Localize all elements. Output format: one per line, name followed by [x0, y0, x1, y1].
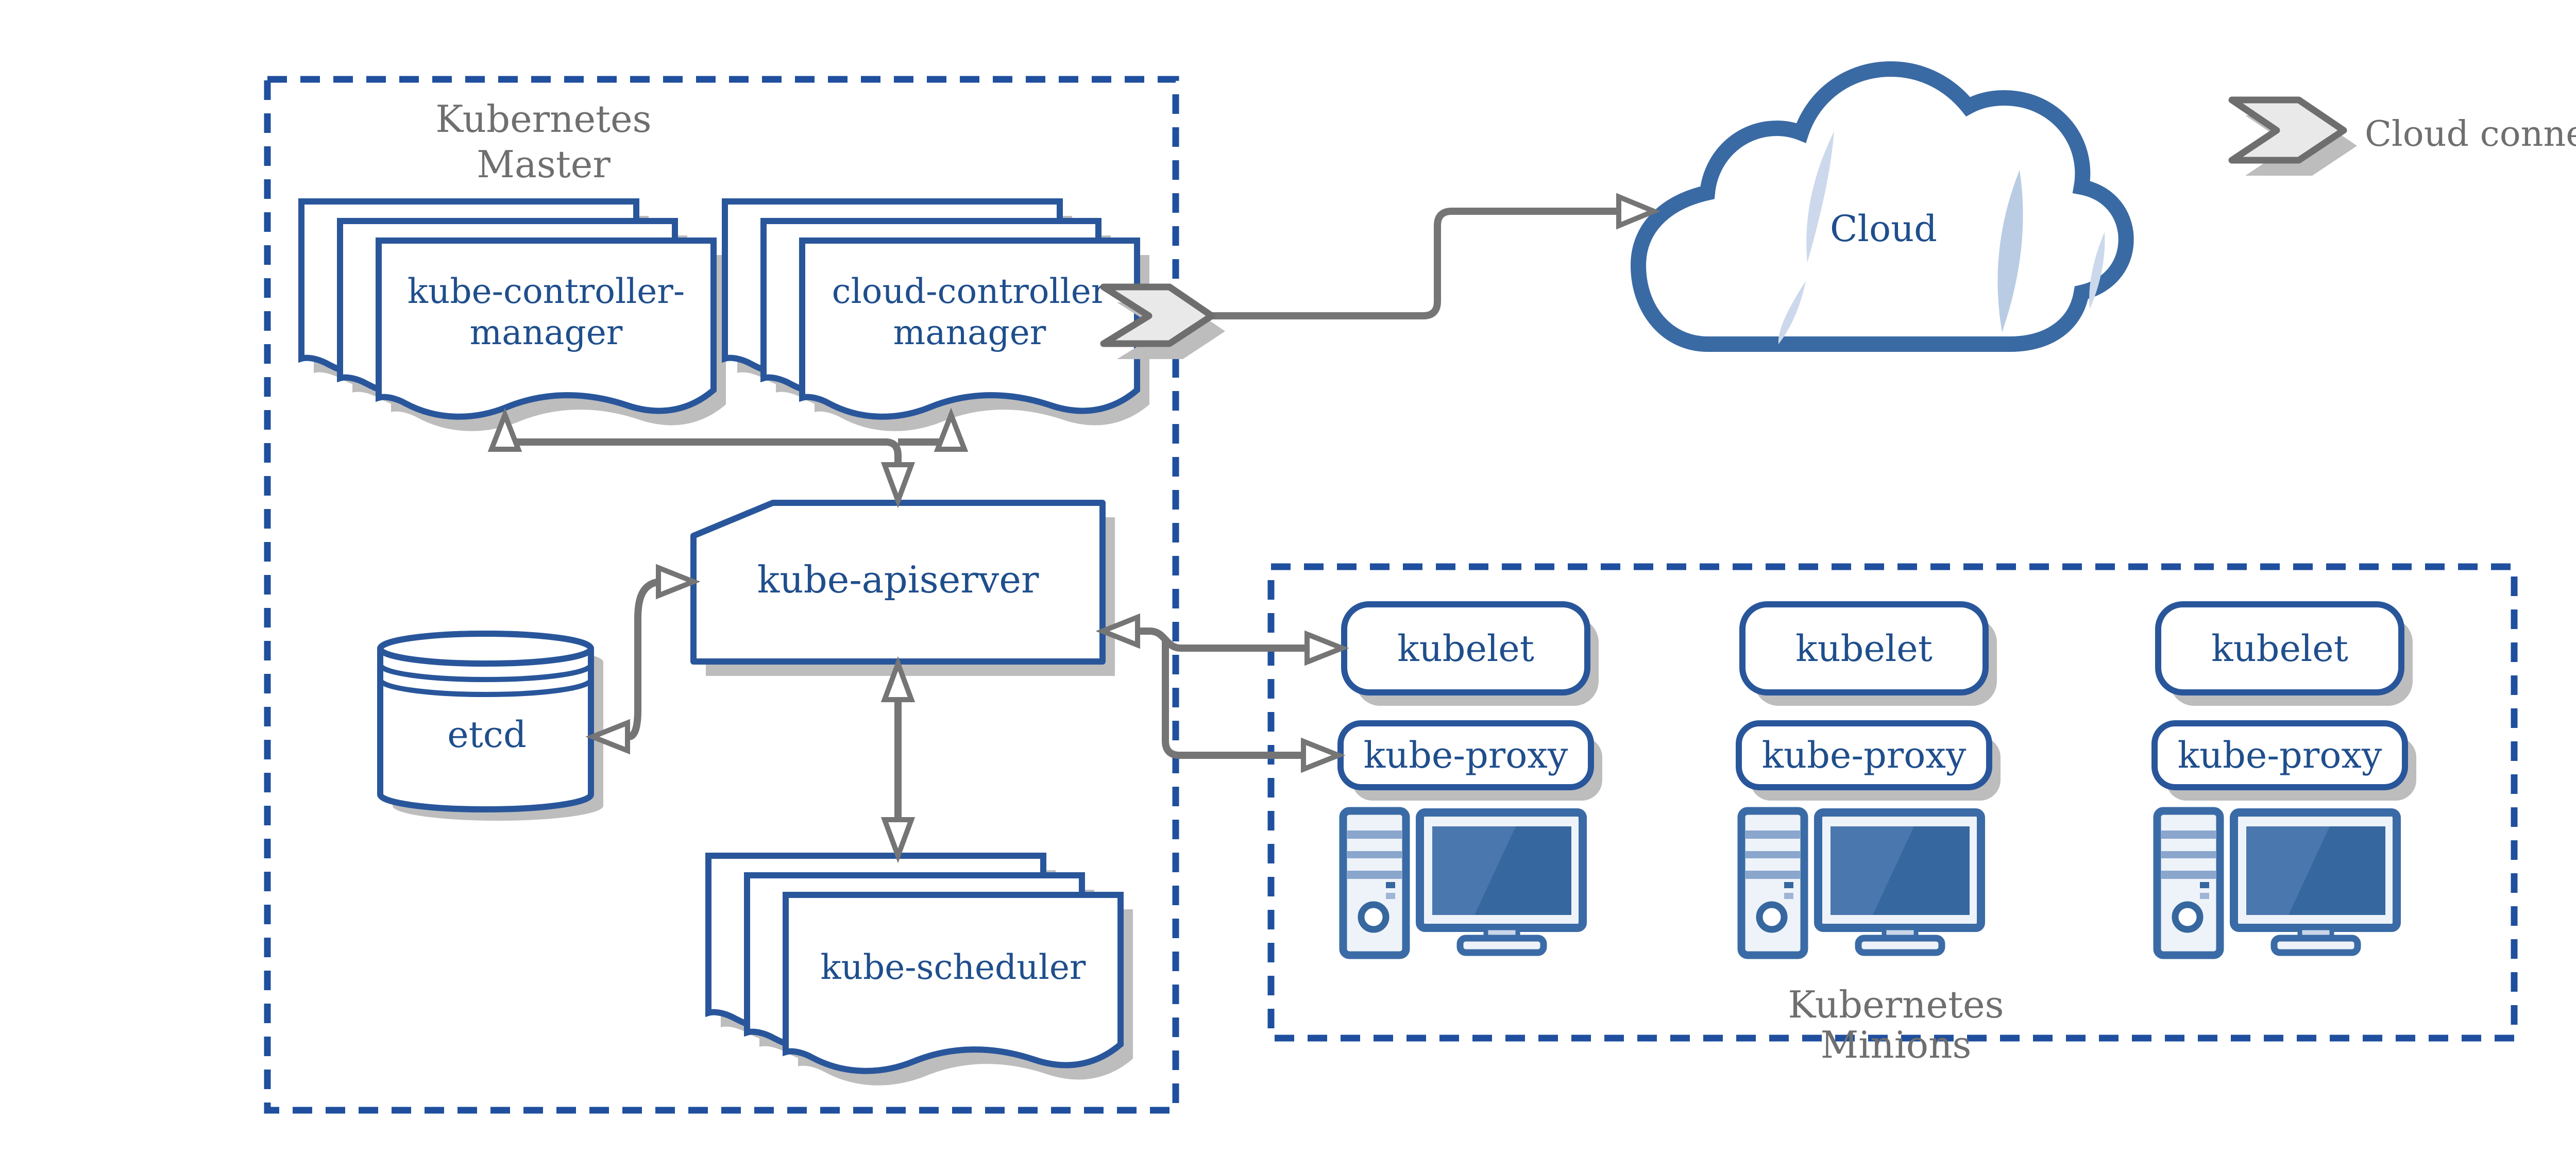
minion-node-1: kubelet kube-proxy	[1337, 601, 1602, 955]
kube-scheduler-label: kube-scheduler	[821, 947, 1086, 987]
connector-apiserver-kubelet	[1137, 628, 1308, 652]
minion-node-3: kubelet kube-proxy	[2151, 601, 2416, 955]
kube-proxy-label: kube-proxy	[1762, 734, 1967, 776]
cloud-label: Cloud	[1830, 208, 1937, 250]
kube-controller-manager-label-line2: manager	[470, 313, 623, 352]
connector-controllers-left	[501, 438, 902, 464]
kubelet-label: kubelet	[1397, 628, 1534, 670]
cloud-highlight	[1806, 131, 1834, 263]
arrowhead-left-etcd	[585, 719, 630, 755]
kube-proxy-label: kube-proxy	[2178, 734, 2382, 776]
cloud-controller-manager-label-line1: cloud-controller	[832, 272, 1108, 311]
legend-cloud-connector: Cloud connector	[2228, 96, 2576, 176]
minion-node-2: kubelet kube-proxy	[1736, 601, 2001, 955]
minion-computer-icon	[1741, 811, 1981, 955]
kube-proxy-label: kube-proxy	[1364, 734, 1568, 776]
node-cloud-controller-manager: cloud-controller manager	[725, 201, 1149, 431]
legend-chevron-icon	[2228, 96, 2347, 164]
connector-apiserver-kubeproxy	[1162, 640, 1304, 759]
kube-apiserver-label: kube-apiserver	[757, 558, 1039, 601]
connector-cloud	[1212, 208, 1620, 319]
arrowhead-right-kubelet	[1304, 630, 1349, 666]
arrowhead-up-kcm	[487, 408, 522, 452]
cloud-highlight	[1778, 281, 1806, 344]
minions-label-line2: Minions	[1821, 1023, 1972, 1066]
arrowhead-down-apiserver	[880, 462, 916, 508]
cloud-connector-chevron	[1100, 283, 1225, 359]
kubelet-label: kubelet	[1795, 628, 1933, 670]
cloud-highlight	[2089, 232, 2105, 309]
arrowhead-up-apiserver-bottom	[880, 656, 916, 702]
etcd-label: etcd	[447, 714, 527, 756]
arrowheads	[487, 193, 1661, 863]
kubernetes-master-boundary	[264, 76, 1179, 1114]
node-cloud: Cloud	[1630, 61, 2134, 352]
cloud-shape	[1630, 61, 2134, 352]
arrowhead-left-apiserver-right	[1095, 613, 1140, 649]
node-kube-apiserver: kube-apiserver	[690, 500, 1115, 676]
arrowhead-down-scheduler	[880, 817, 916, 863]
minions-label-line1: Kubernetes	[1788, 983, 2004, 1026]
minion-computer-icon	[2157, 811, 2397, 955]
master-label-line2: Master	[477, 143, 611, 186]
node-kube-controller-manager: kube-controller- manager	[301, 201, 726, 431]
master-label-line1: Kubernetes	[435, 97, 651, 141]
minion-computer-icon	[1343, 811, 1583, 955]
kube-controller-manager-label-line1: kube-controller-	[408, 272, 685, 311]
kubelet-label: kubelet	[2211, 628, 2348, 670]
connector-apiserver-etcd	[628, 578, 661, 740]
node-kube-scheduler: kube-scheduler	[708, 856, 1133, 1086]
arrowhead-right-cloud	[1616, 193, 1661, 230]
arrowhead-right-apiserver	[656, 564, 701, 600]
arrowhead-up-ccm	[934, 408, 969, 452]
cloud-controller-manager-label-line2: manager	[893, 313, 1046, 352]
legend-label: Cloud connector	[2365, 114, 2576, 155]
node-etcd: etcd	[377, 631, 603, 821]
arrowhead-right-kubeproxy	[1301, 737, 1346, 773]
cloud-highlight	[1997, 170, 2023, 332]
